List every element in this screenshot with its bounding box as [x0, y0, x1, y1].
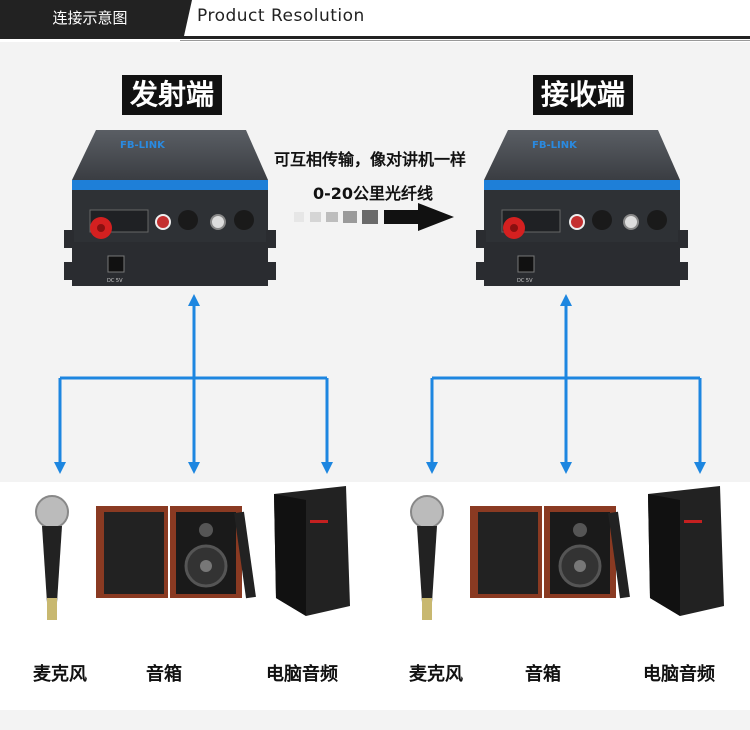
device-label-speaker-right: 音箱: [525, 664, 561, 685]
transmitter-power-label: DC 5V: [107, 278, 123, 284]
receiver-label: 接收端: [533, 75, 634, 115]
device-label-mic-right: 麦克风: [409, 664, 463, 685]
connector-tree-right: [426, 294, 706, 474]
microphone-left: [35, 495, 69, 620]
transmitter-label: 发射端: [122, 75, 223, 115]
transmitter-brand: FB-LINK: [120, 140, 166, 151]
header-tab: [0, 0, 180, 36]
link-caption-1: 可互相传输，像对讲机一样: [274, 150, 467, 169]
header-title-en: Product Resolution: [197, 6, 365, 26]
header: 连接示意图 Product Resolution: [0, 0, 750, 42]
device-label-speaker-left: 音箱: [146, 664, 182, 685]
receiver-device: [476, 130, 688, 286]
fiber-link-arrow: [294, 203, 454, 231]
connector-tree-left: [54, 294, 333, 474]
computer-tower-left: [274, 486, 350, 616]
transmitter-device: [64, 130, 276, 286]
device-label-pc-left: 电脑音频: [266, 664, 338, 685]
header-slant: [168, 0, 192, 36]
header-divider: [0, 36, 750, 39]
microphone-right: [410, 495, 444, 620]
device-label-mic-left: 麦克风: [33, 664, 87, 685]
header-title-cn: 连接示意图: [52, 9, 128, 27]
speakers-left: [96, 506, 256, 599]
receiver-brand: FB-LINK: [532, 140, 578, 151]
link-caption-2: 0-20公里光纤线: [313, 184, 434, 203]
receiver-power-label: DC 5V: [517, 278, 533, 284]
header-divider-thin: [180, 40, 750, 41]
computer-tower-right: [648, 486, 724, 616]
device-label-pc-right: 电脑音频: [643, 664, 715, 685]
speakers-right: [470, 506, 630, 599]
